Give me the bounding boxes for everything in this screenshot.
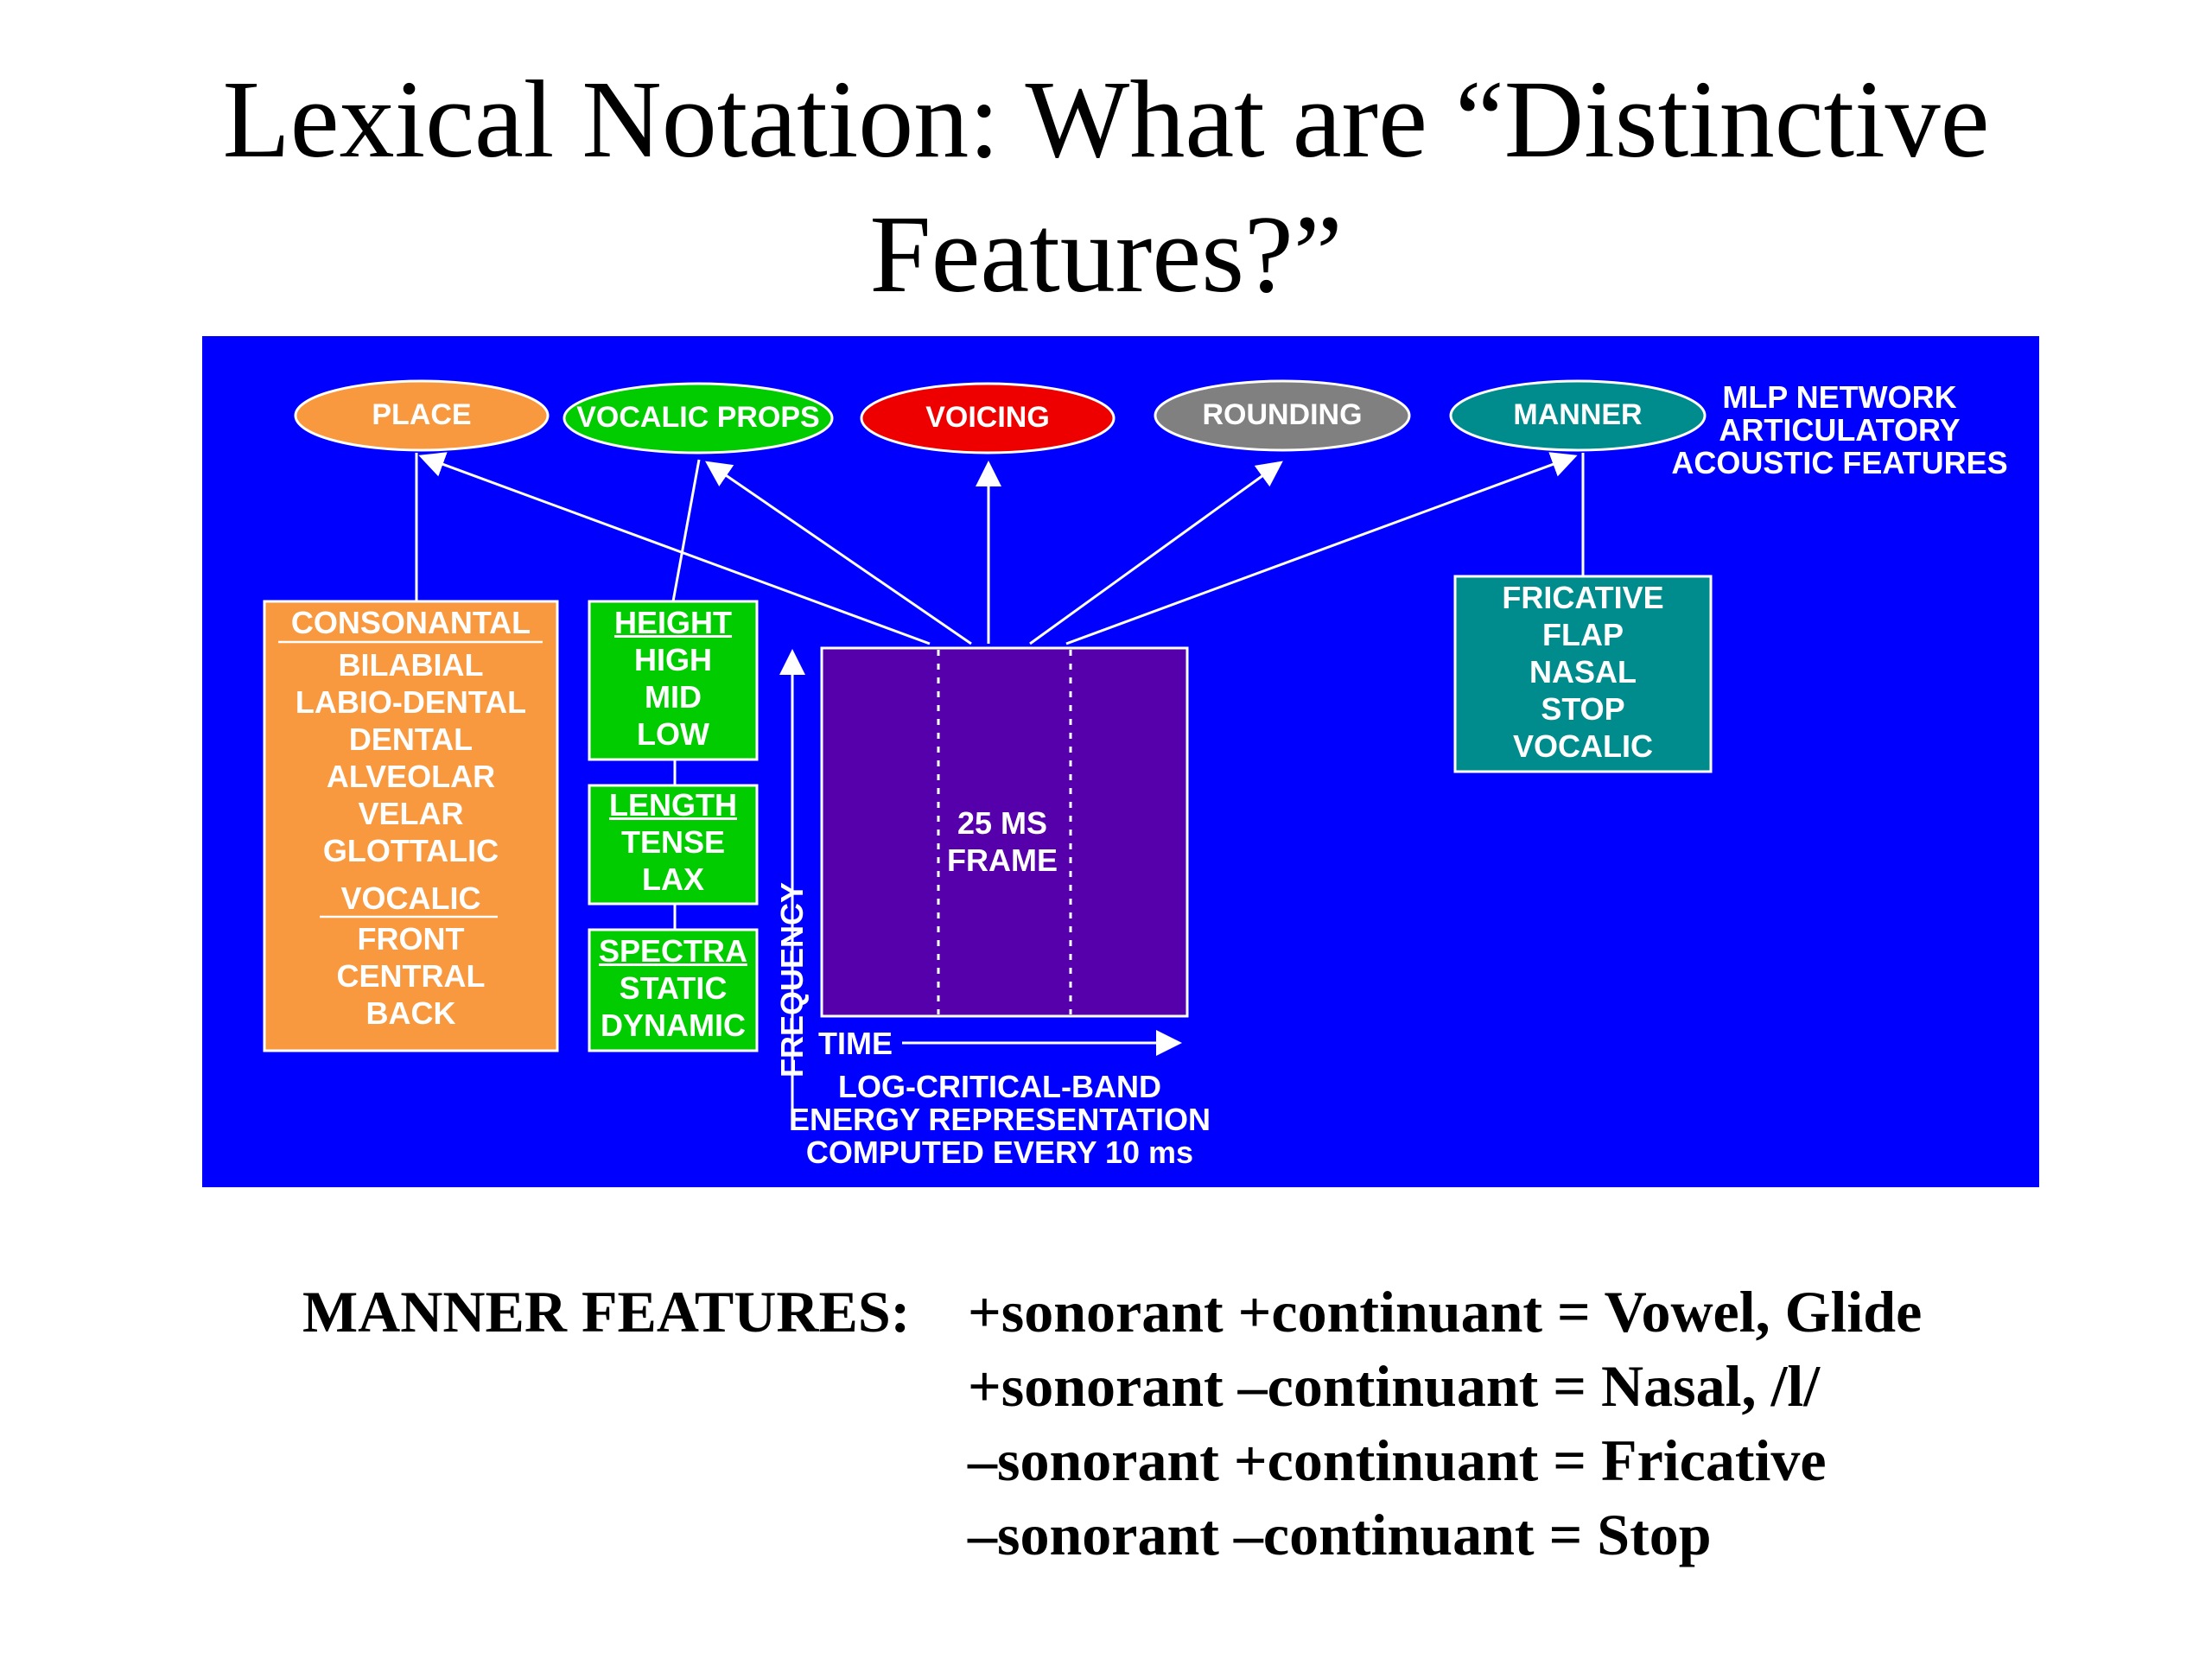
rounding-oval: [1154, 379, 1411, 452]
rounding-label: ROUNDING: [1202, 398, 1363, 431]
height-item: MID: [645, 679, 702, 715]
manner-label: MANNER: [1513, 398, 1643, 431]
arrow-to-manner: [1065, 452, 1578, 645]
caption-line-1: LOG-CRITICAL-BAND: [838, 1069, 1161, 1104]
place-item: BILABIAL: [338, 647, 484, 683]
arrow-to-vocalic: [705, 461, 972, 645]
mlp-line-3: ACOUSTIC FEATURES: [1671, 445, 2008, 480]
spectra-item: STATIC: [619, 970, 728, 1006]
length-item: LAX: [642, 861, 704, 897]
voicing-oval: [860, 382, 1116, 454]
length-heading: LENGTH: [609, 787, 737, 823]
slide-title: Lexical Notation: What are “Distinctive …: [0, 52, 2212, 321]
manner-rule: –sonorant +continuant = Fricative: [968, 1427, 1827, 1493]
manner-item: STOP: [1541, 691, 1625, 727]
place-item: BACK: [365, 995, 456, 1031]
spectrogram-frame: [820, 646, 1189, 1018]
length-box: [588, 784, 759, 906]
manner-rule: +sonorant –continuant = Nasal, /l/: [968, 1353, 1821, 1419]
place-item: GLOTTALIC: [322, 833, 499, 868]
caption-line-3: COMPUTED EVERY 10 ms: [805, 1135, 1194, 1170]
manner-item: FRICATIVE: [1502, 580, 1664, 615]
frame-caption: LOG-CRITICAL-BAND ENERGY REPRESENTATION …: [784, 1071, 1216, 1169]
feature-diagram: PLACE VOCALIC PROPS VOICING ROUNDING MAN…: [202, 336, 2039, 1187]
height-item: LOW: [637, 716, 709, 752]
mlp-line-1: MLP NETWORK: [1722, 379, 1957, 415]
manner-row: –sonorant –continuant = Stop: [302, 1497, 2031, 1572]
frame-label-line-2: FRAME: [947, 842, 1058, 878]
frame-label: 25 MS FRAME: [873, 804, 1132, 879]
title-line-1: Lexical Notation: What are “Distinctive: [222, 58, 1990, 181]
place-features-list: CONSONANTAL BILABIAL LABIO-DENTAL DENTAL…: [264, 604, 557, 1032]
manner-item: FLAP: [1542, 617, 1624, 652]
place-item: VELAR: [358, 796, 464, 831]
manner-rule: –sonorant –continuant = Stop: [968, 1502, 1712, 1567]
diagram-graphics: [263, 379, 1713, 1118]
length-list: LENGTH TENSE LAX: [589, 786, 757, 898]
frame-label-line-1: 25 MS: [957, 805, 1048, 841]
manner-item: NASAL: [1529, 654, 1637, 690]
place-item: ALVEOLAR: [326, 759, 496, 794]
place-item: DENTAL: [348, 721, 474, 757]
place-item: CENTRAL: [336, 958, 486, 994]
manner-row: +sonorant –continuant = Nasal, /l/: [302, 1349, 2031, 1423]
height-item: HIGH: [634, 642, 712, 677]
consonantal-heading: CONSONANTAL: [290, 605, 531, 640]
voicing-label: VOICING: [925, 401, 1050, 434]
manner-row: –sonorant +continuant = Fricative: [302, 1423, 2031, 1497]
vocalic-props-label: VOCALIC PROPS: [576, 401, 820, 434]
length-item: TENSE: [620, 824, 726, 860]
vocalic-connector: [671, 459, 701, 602]
manner-features-section: MANNER FEATURES: +sonorant +continuant =…: [302, 1274, 2031, 1572]
spectra-heading: SPECTRA: [598, 933, 748, 969]
manner-features-list: FRICATIVE FLAP NASAL STOP VOCALIC: [1455, 579, 1711, 765]
arrow-to-place: [418, 452, 931, 645]
place-label: PLACE: [372, 398, 472, 431]
height-heading: HEIGHT: [613, 605, 732, 640]
height-list: HEIGHT HIGH MID LOW: [589, 604, 757, 753]
manner-row: MANNER FEATURES: +sonorant +continuant =…: [302, 1274, 2031, 1349]
place-item: FRONT: [357, 921, 465, 957]
manner-oval: [1449, 379, 1707, 452]
manner-item: VOCALIC: [1513, 728, 1653, 764]
place-item: LABIO-DENTAL: [295, 684, 527, 720]
spectra-list: SPECTRA STATIC DYNAMIC: [589, 932, 757, 1044]
arrow-to-rounding: [1029, 461, 1283, 645]
place-oval: [294, 379, 550, 452]
title-line-2: Features?”: [869, 193, 1343, 315]
place-features-box: [263, 600, 559, 1052]
mlp-line-2: ARTICULATORY: [1719, 412, 1961, 448]
vocalic-heading: VOCALIC: [340, 880, 481, 916]
manner-features-box: [1453, 575, 1713, 773]
spectra-box: [588, 928, 759, 1052]
mlp-network-label: MLP NETWORK ARTICULATORY ACOUSTIC FEATUR…: [1658, 381, 2021, 480]
spectra-item: DYNAMIC: [601, 1007, 746, 1043]
manner-rule: +sonorant +continuant = Vowel, Glide: [968, 1279, 1923, 1344]
caption-line-2: ENERGY REPRESENTATION: [788, 1102, 1211, 1137]
height-box: [588, 600, 759, 761]
vocalic-props-oval: [563, 382, 834, 454]
manner-features-label: MANNER FEATURES:: [302, 1279, 911, 1344]
time-axis-label: TIME: [818, 1026, 893, 1061]
